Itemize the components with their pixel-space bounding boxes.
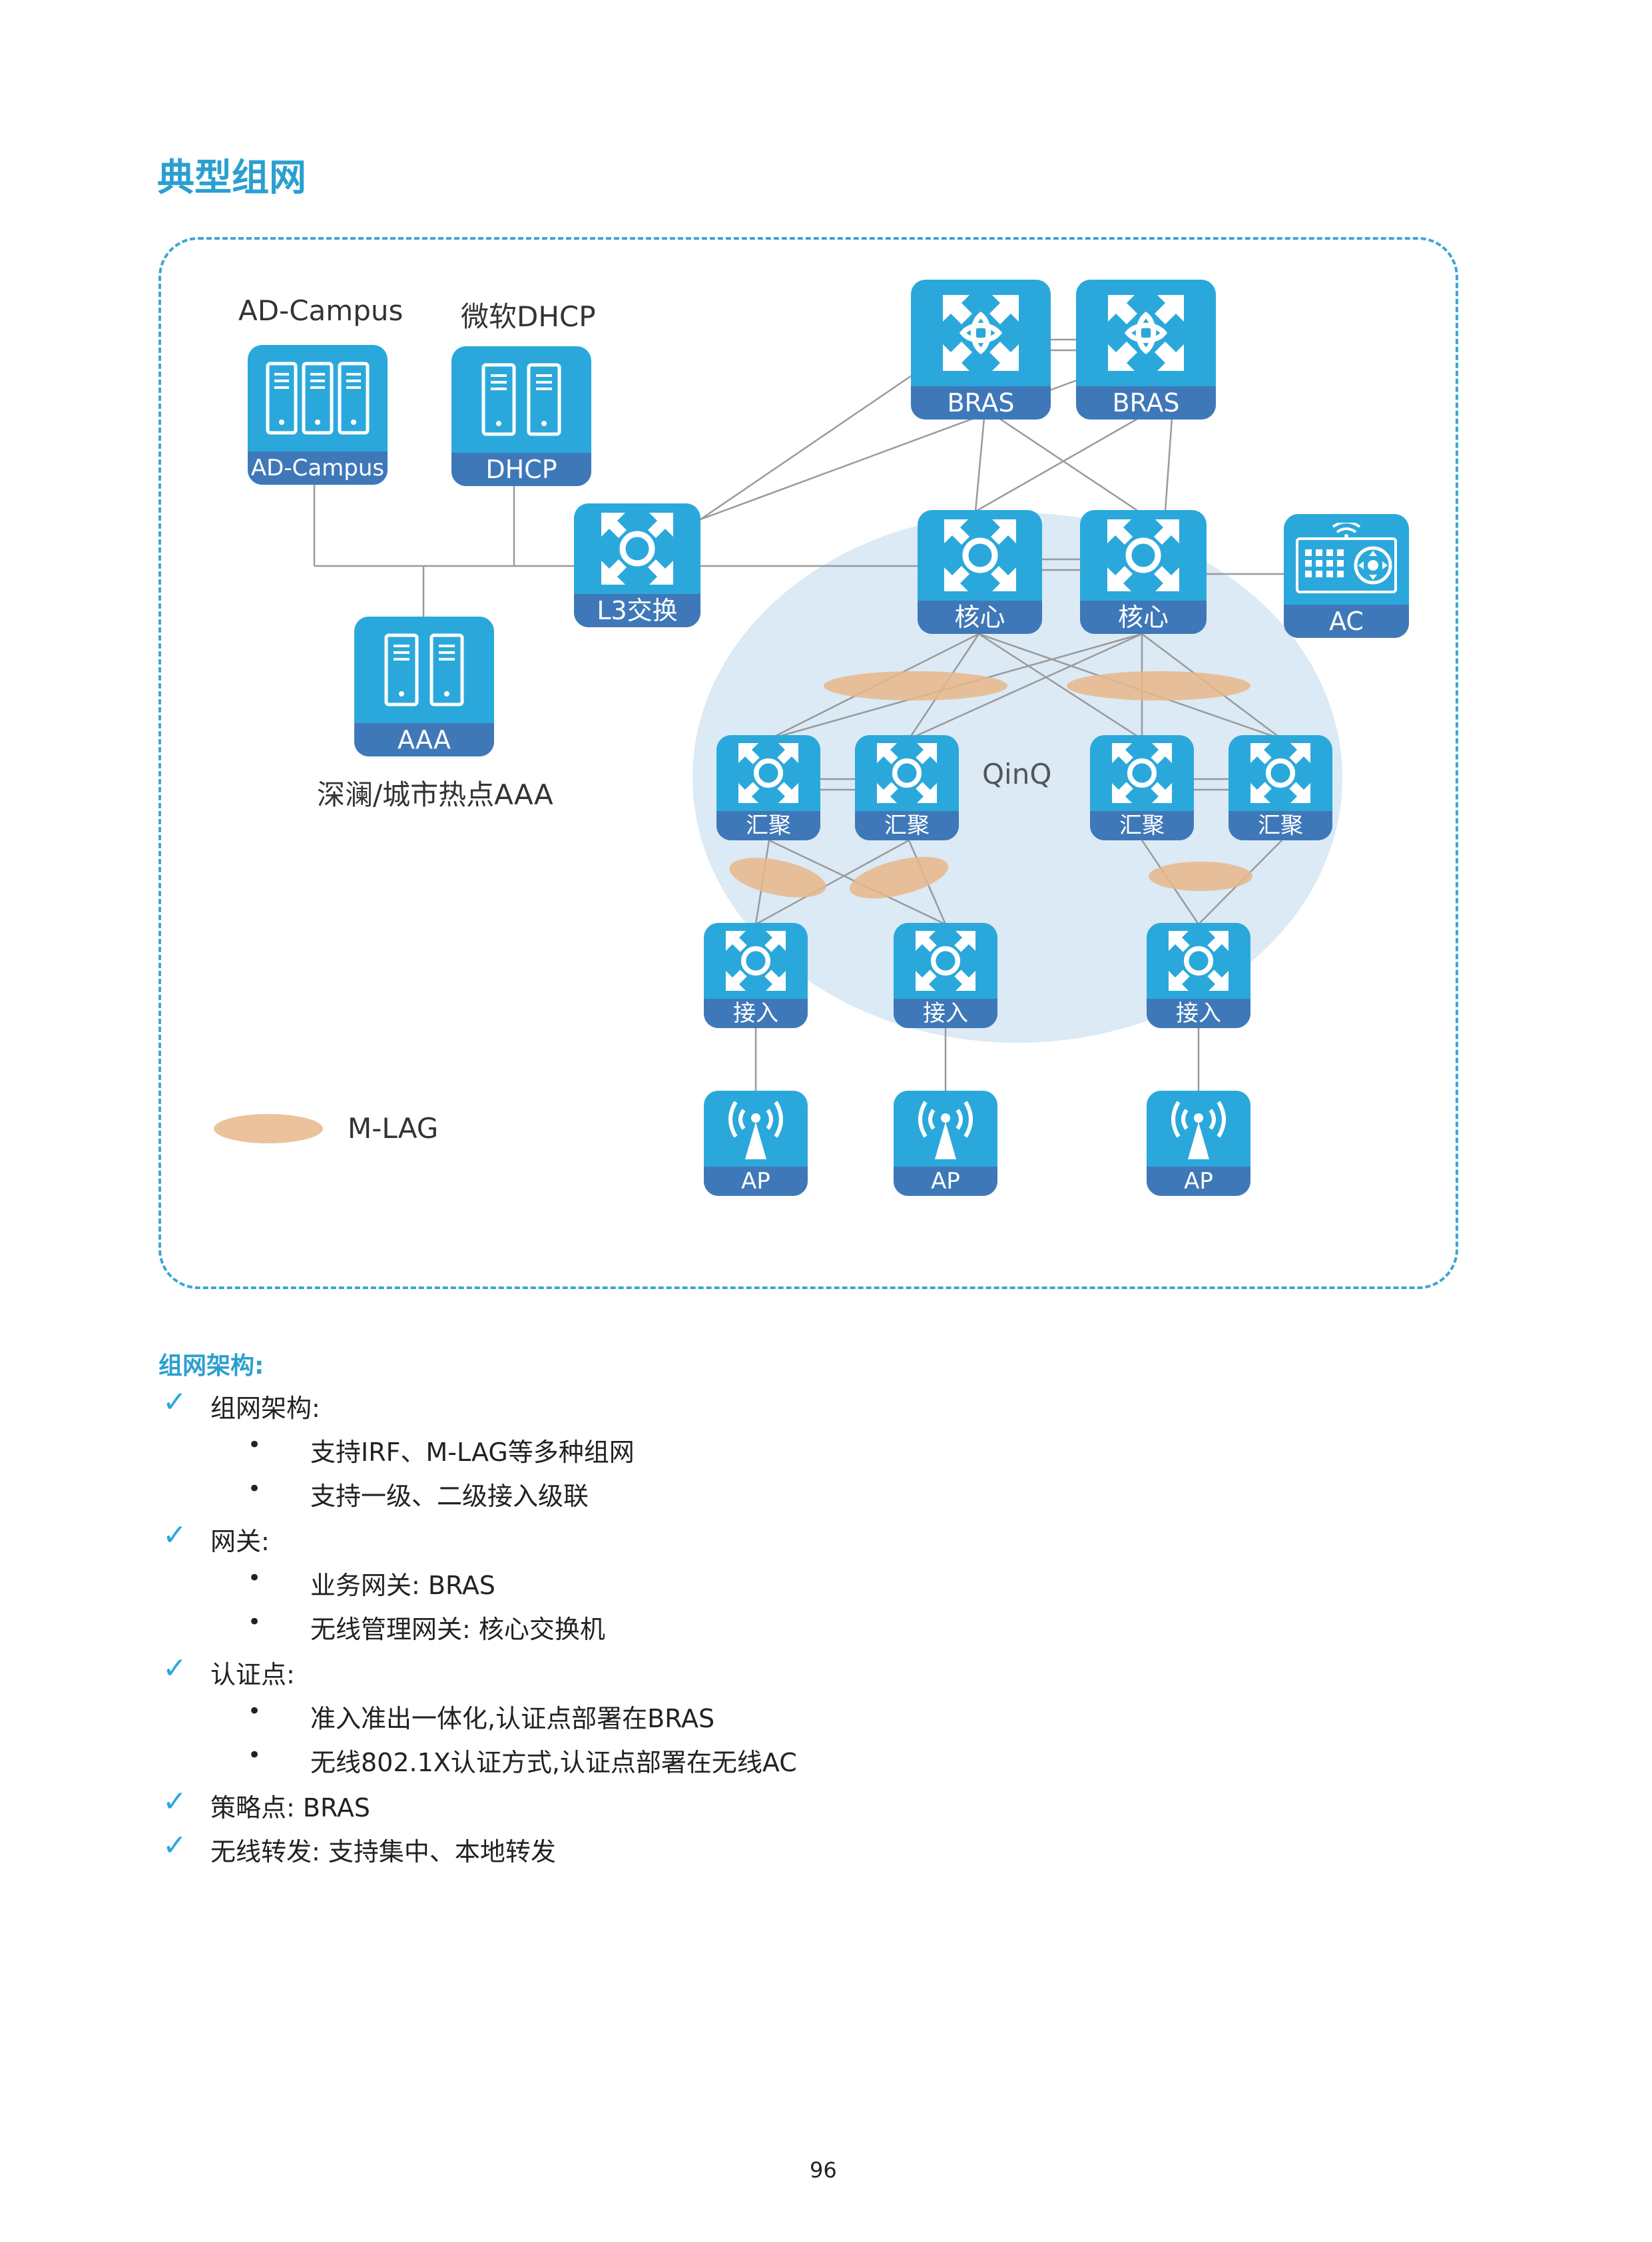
- mlag-legend-swatch: [214, 1114, 323, 1143]
- server-icon: [354, 617, 494, 723]
- aggregation-switch-2[interactable]: 汇聚: [855, 735, 959, 840]
- page-number: 96: [810, 2157, 837, 2183]
- aaa-server-label: 深澜/城市热点AAA: [317, 778, 553, 811]
- mlag-legend-label: M-LAG: [348, 1112, 439, 1145]
- switch-icon: [918, 510, 1042, 601]
- bullet-icon: •: [248, 1609, 262, 1635]
- bullet-icon: •: [248, 1698, 262, 1725]
- switch-icon: [1229, 735, 1332, 811]
- ad-campus-label: AD-Campus: [238, 294, 404, 327]
- device-label: AP: [1147, 1167, 1250, 1196]
- bullet-icon: •: [248, 1432, 262, 1458]
- list-item: 认证点:: [210, 1660, 295, 1689]
- device-label: 汇聚: [1229, 811, 1332, 840]
- device-label: 核心: [918, 601, 1042, 634]
- aggregation-switch-1[interactable]: 汇聚: [716, 735, 820, 840]
- l3-switch[interactable]: L3交换: [574, 503, 700, 627]
- check-icon: ✓: [162, 1518, 187, 1552]
- wireless-ap-icon: [704, 1091, 808, 1167]
- bullet-icon: •: [248, 1742, 262, 1769]
- switch-icon: [1090, 735, 1194, 811]
- switch-icon: [1147, 923, 1250, 999]
- mlag-agg-left-a: [729, 858, 826, 898]
- device-label: 汇聚: [716, 811, 820, 840]
- device-label: 接入: [1147, 999, 1250, 1028]
- device-label: L3交换: [574, 594, 700, 627]
- device-label: AP: [704, 1167, 808, 1196]
- device-label: 接入: [704, 999, 808, 1028]
- mlag-agg-left-b: [849, 856, 949, 899]
- list-item: 支持一级、二级接入级联: [310, 1482, 589, 1511]
- device-label: 接入: [894, 999, 997, 1028]
- dhcp-server[interactable]: DHCP: [451, 346, 591, 486]
- device-label: AD-Campus: [248, 451, 388, 485]
- qinq-label: QinQ: [982, 758, 1052, 790]
- list-item: 网关:: [210, 1527, 270, 1556]
- wireless-ap-icon: [894, 1091, 997, 1167]
- device-label: BRAS: [1076, 386, 1216, 420]
- switch-icon: [855, 735, 959, 811]
- device-label: AP: [894, 1167, 997, 1196]
- list-item: 组网架构:: [210, 1394, 320, 1423]
- wireless-controller-icon: [1284, 514, 1409, 605]
- ms-dhcp-label: 微软DHCP: [461, 300, 596, 333]
- list-item: 业务网关: BRAS: [310, 1571, 495, 1600]
- access-switch-2[interactable]: 接入: [894, 923, 997, 1028]
- bras-router-2[interactable]: BRAS: [1076, 280, 1216, 420]
- device-label: 汇聚: [855, 811, 959, 840]
- list-item: 无线管理网关: 核心交换机: [310, 1615, 605, 1644]
- check-icon: ✓: [162, 1651, 187, 1685]
- bras-router-1[interactable]: BRAS: [911, 280, 1051, 420]
- server-rack-icon: [248, 345, 388, 451]
- bullet-icon: •: [248, 1565, 262, 1591]
- wireless-ap-icon: [1147, 1091, 1250, 1167]
- list-item: 支持IRF、M-LAG等多种组网: [310, 1438, 635, 1467]
- aggregation-switch-4[interactable]: 汇聚: [1229, 735, 1332, 840]
- access-switch-1[interactable]: 接入: [704, 923, 808, 1028]
- router-icon: [1076, 280, 1216, 386]
- aggregation-switch-3[interactable]: 汇聚: [1090, 735, 1194, 840]
- access-point-1[interactable]: AP: [704, 1091, 808, 1196]
- router-icon: [911, 280, 1051, 386]
- device-label: BRAS: [911, 386, 1051, 420]
- switch-icon: [574, 503, 700, 594]
- diagram-frame: [158, 237, 1458, 1289]
- ad-campus-server[interactable]: AD-Campus: [248, 345, 388, 485]
- server-icon: [451, 346, 591, 453]
- core-switch-1[interactable]: 核心: [918, 510, 1042, 634]
- section-title: 组网架构:: [158, 1352, 264, 1380]
- access-point-3[interactable]: AP: [1147, 1091, 1250, 1196]
- core-switch-2[interactable]: 核心: [1080, 510, 1207, 634]
- access-point-2[interactable]: AP: [894, 1091, 997, 1196]
- qinq-cloud: [692, 513, 1342, 1043]
- mlag-core-left: [824, 671, 1007, 701]
- device-label: DHCP: [451, 453, 591, 486]
- mlag-groups: [214, 671, 1252, 1143]
- page-title: 典型组网: [157, 156, 306, 200]
- check-icon: ✓: [162, 1385, 187, 1419]
- device-label: 汇聚: [1090, 811, 1194, 840]
- list-item: 策略点: BRAS: [210, 1793, 370, 1822]
- check-icon: ✓: [162, 1828, 187, 1862]
- list-item: 准入准出一体化,认证点部署在BRAS: [310, 1704, 715, 1733]
- switch-icon: [1080, 510, 1207, 601]
- device-label: 核心: [1080, 601, 1207, 634]
- device-label: AC: [1284, 605, 1409, 638]
- list-item: 无线转发: 支持集中、本地转发: [210, 1837, 556, 1866]
- list-item: 无线802.1X认证方式,认证点部署在无线AC: [310, 1748, 797, 1777]
- switch-icon: [716, 735, 820, 811]
- switch-icon: [894, 923, 997, 999]
- switch-icon: [704, 923, 808, 999]
- check-icon: ✓: [162, 1785, 187, 1819]
- aaa-server[interactable]: AAA: [354, 617, 494, 756]
- access-switch-3[interactable]: 接入: [1147, 923, 1250, 1028]
- bullet-icon: •: [248, 1476, 262, 1502]
- ac-controller[interactable]: AC: [1284, 514, 1409, 638]
- mlag-core-right: [1067, 671, 1250, 701]
- mlag-agg-right: [1149, 862, 1252, 891]
- device-label: AAA: [354, 723, 494, 756]
